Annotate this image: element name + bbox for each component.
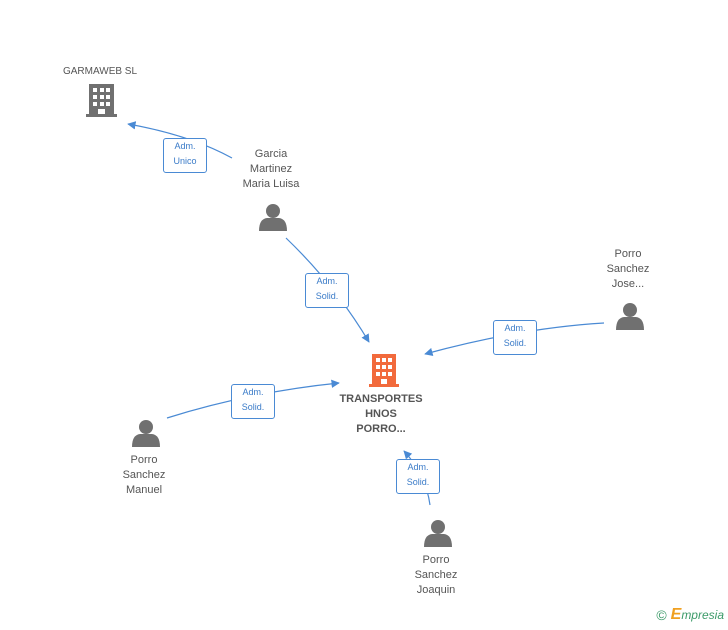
relation-manuel-main[interactable]: Adm. Solid. <box>231 384 275 419</box>
relation-jose-main[interactable]: Adm. Solid. <box>493 320 537 355</box>
empresia-brand[interactable]: © E mpresia <box>656 606 724 624</box>
porro-joaquin-person-icon[interactable] <box>424 520 452 547</box>
copyright-icon: © <box>656 607 667 623</box>
porro-jose-person-icon[interactable] <box>616 303 644 330</box>
relation-garcia-garmaweb[interactable]: Adm. Unico <box>163 138 207 173</box>
brand-initial: E <box>670 606 682 623</box>
garmaweb-building-icon[interactable] <box>86 84 117 117</box>
main-company-building-icon[interactable] <box>369 354 399 387</box>
relation-garcia-main[interactable]: Adm. Solid. <box>305 273 349 308</box>
main-company-label[interactable]: TRANSPORTES HNOS PORRO... <box>339 393 423 435</box>
garcia-person-icon[interactable] <box>259 204 287 231</box>
brand-name: mpresia <box>681 608 724 622</box>
garmaweb-label[interactable]: GARMAWEB SL <box>62 66 138 77</box>
garcia-label[interactable]: Garcia Martinez Maria Luisa <box>242 148 300 190</box>
relation-joaquin-main[interactable]: Adm. Solid. <box>396 459 440 494</box>
porro-joaquin-label[interactable]: Porro Sanchez Joaquin <box>414 554 458 596</box>
porro-manuel-person-icon[interactable] <box>132 420 160 447</box>
porro-jose-label[interactable]: Porro Sanchez Jose... <box>606 248 650 290</box>
porro-manuel-label[interactable]: Porro Sanchez Manuel <box>122 454 166 496</box>
